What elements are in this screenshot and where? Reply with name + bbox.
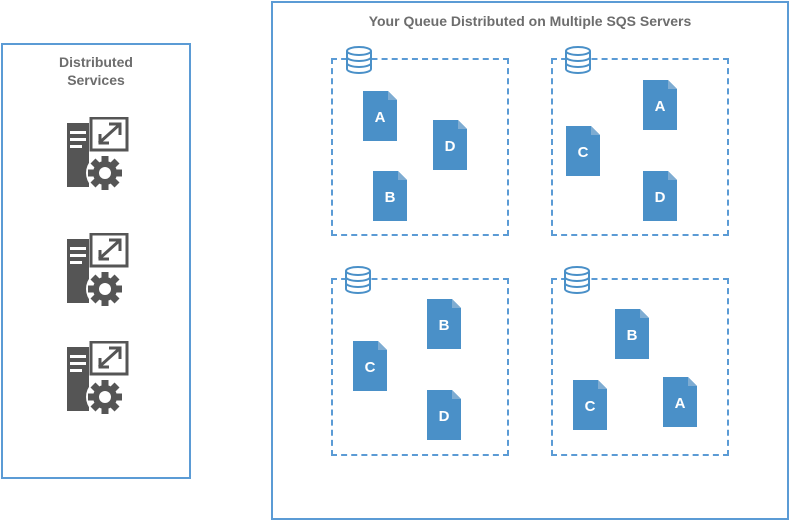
queue-document: D xyxy=(432,119,468,171)
queue-document-label: C xyxy=(584,398,596,415)
server-gear-icon xyxy=(65,233,129,309)
queue-document-label: B xyxy=(438,317,450,334)
database-icon xyxy=(563,44,593,76)
queue-document: C xyxy=(565,125,601,177)
database-icon xyxy=(562,264,592,296)
queue-document: D xyxy=(426,389,462,441)
queue-document: B xyxy=(372,170,408,222)
queue-document-label: D xyxy=(654,189,666,206)
queue-document: B xyxy=(614,308,650,360)
queue-document-label: D xyxy=(438,408,450,425)
queue-document-label: A xyxy=(674,395,686,412)
queue-document-label: C xyxy=(364,359,376,376)
queue-document-label: B xyxy=(626,327,638,344)
queue-document: A xyxy=(642,79,678,131)
distributed-services-panel: Distributed Services xyxy=(1,43,191,479)
queue-document-label: D xyxy=(444,138,456,155)
queue-document: C xyxy=(352,340,388,392)
queue-document-label: A xyxy=(374,109,386,126)
distributed-services-title-line-1: Distributed xyxy=(59,54,133,70)
server-gear-icon xyxy=(65,117,129,193)
distributed-services-title-line-2: Services xyxy=(67,72,125,88)
queue-document: B xyxy=(426,298,462,350)
database-icon xyxy=(344,44,374,76)
queue-document: C xyxy=(572,379,608,431)
server-gear-icon xyxy=(65,341,129,417)
queue-panel: Your Queue Distributed on Multiple SQS S… xyxy=(271,1,789,520)
distributed-services-title: Distributed Services xyxy=(3,53,189,89)
sqs-server-3 xyxy=(331,278,509,456)
database-icon xyxy=(343,264,373,296)
queue-document-label: C xyxy=(577,144,589,161)
sqs-server-4 xyxy=(551,278,729,456)
sqs-server-1 xyxy=(331,58,509,236)
queue-document-label: B xyxy=(384,189,396,206)
queue-panel-title: Your Queue Distributed on Multiple SQS S… xyxy=(368,13,692,29)
queue-document-label: A xyxy=(654,98,666,115)
sqs-server-2 xyxy=(551,58,729,236)
queue-document: A xyxy=(362,90,398,142)
queue-document: A xyxy=(662,376,698,428)
queue-document: D xyxy=(642,170,678,222)
